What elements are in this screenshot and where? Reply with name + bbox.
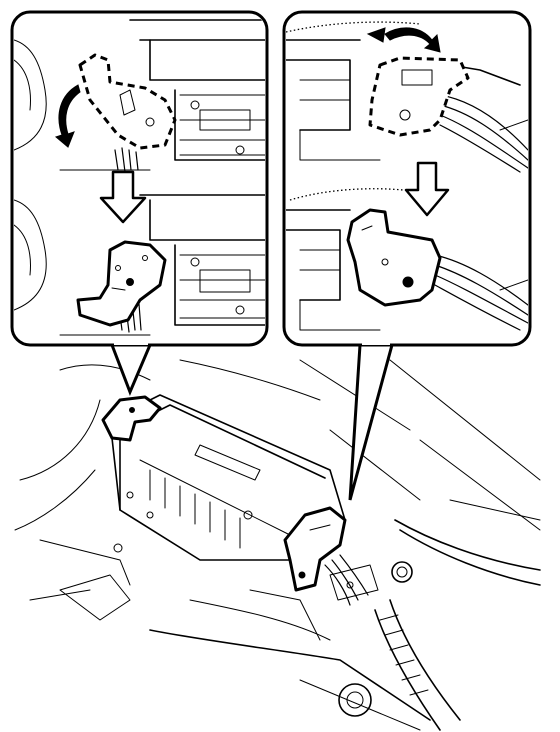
right-bracket-original-dashed [368,56,470,137]
left-bracket-rotated-solid [76,240,167,327]
bracket-installed-left [101,395,162,442]
left-bracket-original-dashed [78,53,177,150]
right-detail-callout [282,10,532,501]
right-rotation-arrow [384,27,441,53]
right-step-down-arrow [404,161,450,217]
left-detail-callout [10,10,269,397]
right-detail-frame [282,10,532,347]
main-assembly-view [14,359,541,731]
left-step-down-arrow [99,170,147,224]
right-bracket-rotated-solid [346,208,442,307]
bracket-installed-right [283,506,347,592]
left-rotation-arrow [54,84,81,148]
